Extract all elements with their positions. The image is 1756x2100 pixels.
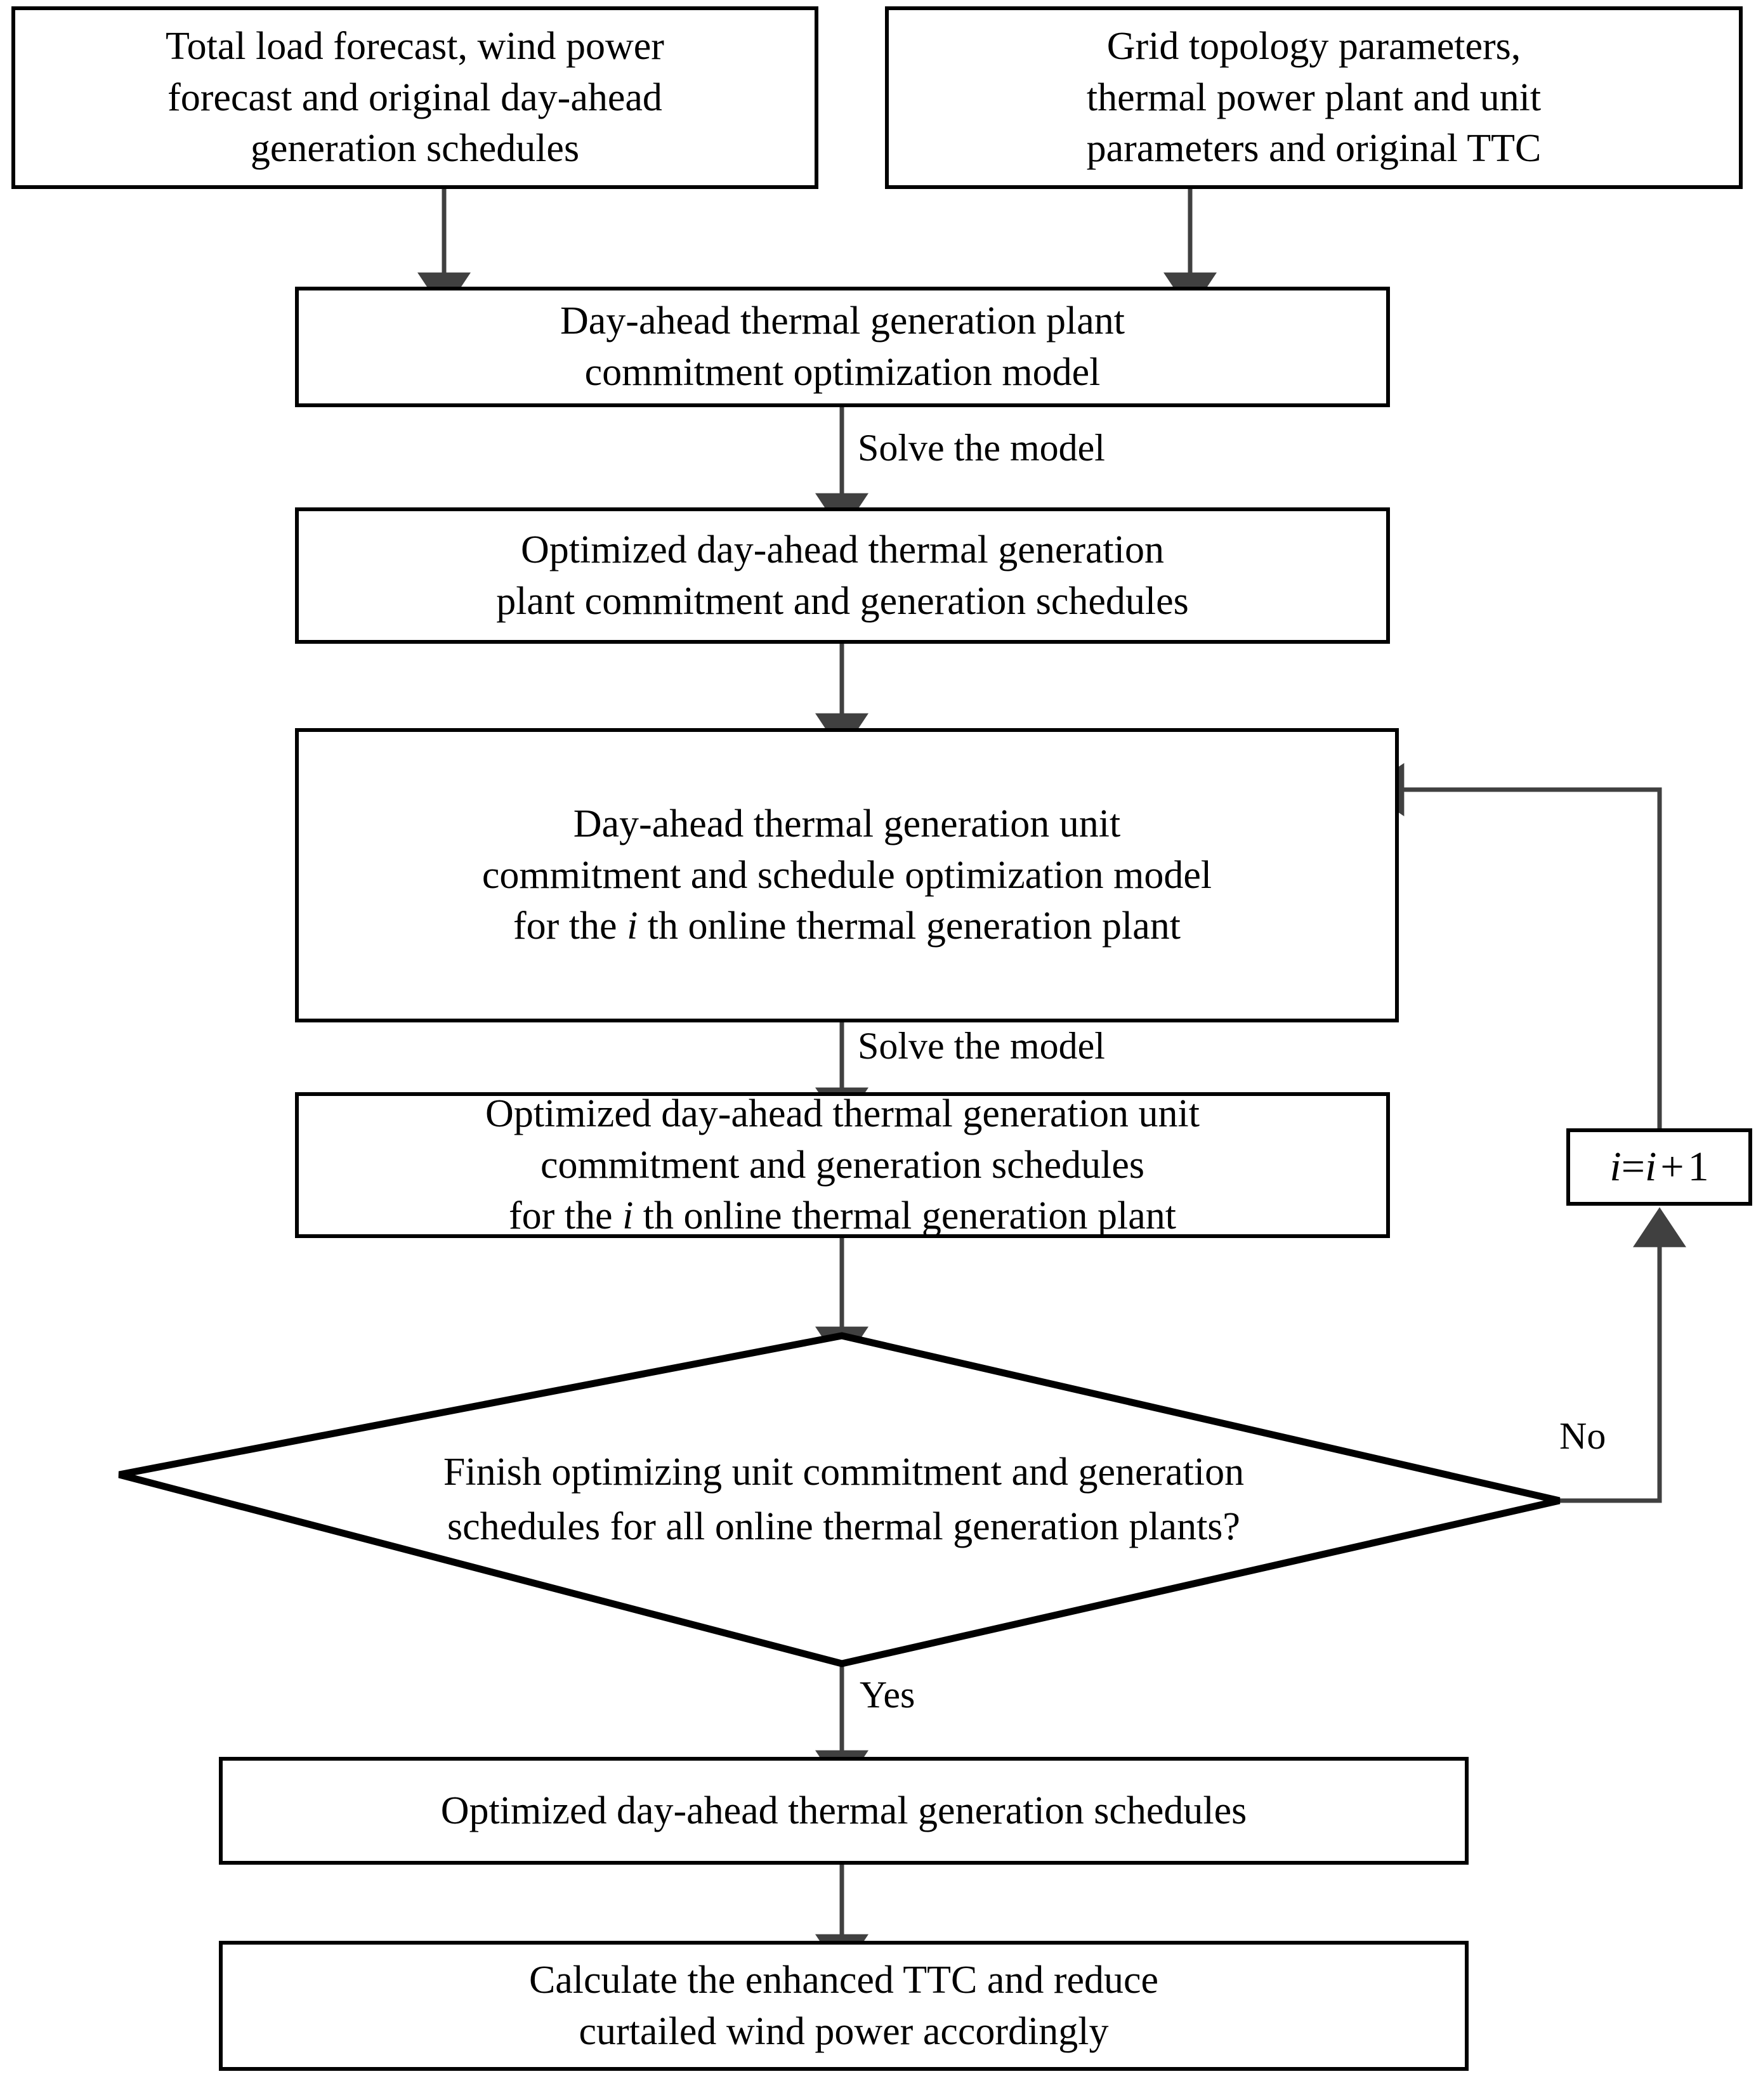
edge-decision-no-to-increment (1559, 1207, 1686, 1503)
node-input-left[interactable]: Total load forecast, wind power forecast… (11, 6, 818, 189)
unit-result-index-variable: i (622, 1194, 634, 1238)
node-decision[interactable]: Finish optimizing unit commitment and ge… (381, 1338, 1307, 1662)
unit-model-line-1: Day-ahead thermal generation unit (573, 802, 1121, 846)
increment-expression: i=i+1 (1609, 1144, 1708, 1190)
node-unit-model[interactable]: Day-ahead thermal generation unit commit… (295, 728, 1399, 1022)
unit-result-line3-prefix: for the (509, 1194, 623, 1238)
final-schedules-line-1: Optimized day-ahead thermal generation s… (440, 1789, 1247, 1832)
decision-line-4: plants? (1129, 1505, 1240, 1548)
ttc-line-1: Calculate the enhanced TTC and reduce (528, 1958, 1159, 2002)
ttc-line-2: curtailed wind power accordingly (579, 2009, 1109, 2053)
increment-one: 1 (1687, 1144, 1709, 1190)
input-left-line-2: forecast and original day-ahead (167, 75, 662, 119)
decision-line-1: Finish optimizing unit (443, 1451, 794, 1494)
unit-result-line-2: commitment and generation schedules (540, 1143, 1145, 1187)
input-right-line-3: parameters and original TTC (1086, 127, 1542, 171)
unit-model-line3-prefix: for the (513, 904, 627, 948)
increment-plus: + (1660, 1144, 1684, 1190)
decision-line-3: for all online thermal generation (610, 1505, 1119, 1548)
node-plant-result[interactable]: Optimized day-ahead thermal generation p… (295, 507, 1390, 644)
unit-model-line-2: commitment and schedule optimization mod… (482, 853, 1212, 897)
node-plant-model[interactable]: Day-ahead thermal generation plant commi… (295, 287, 1390, 407)
plant-result-line-1: Optimized day-ahead thermal generation (521, 528, 1164, 571)
edge-label-yes: Yes (860, 1674, 915, 1716)
unit-model-line-3: for the i th online thermal generation p… (308, 901, 1386, 952)
increment-equals: = (1621, 1144, 1645, 1190)
unit-result-line3-suffix: th online thermal generation plant (633, 1194, 1176, 1238)
plant-model-line-2: commitment optimization model (584, 351, 1101, 394)
increment-var-right: i (1645, 1144, 1657, 1190)
edge-label-solve-the-model-1: Solve the model (858, 427, 1105, 469)
edge-increment-to-unitmodel (1364, 763, 1662, 1128)
plant-result-line-2: plant commitment and generation schedule… (496, 579, 1189, 623)
node-unit-result[interactable]: Optimized day-ahead thermal generation u… (295, 1092, 1390, 1238)
node-input-right[interactable]: Grid topology parameters, thermal power … (885, 6, 1743, 189)
node-ttc-calculation[interactable]: Calculate the enhanced TTC and reduce cu… (219, 1941, 1469, 2071)
unit-result-line-3: for the i th online thermal generation p… (308, 1190, 1377, 1242)
node-increment-counter[interactable]: i=i+1 (1566, 1128, 1752, 1206)
input-right-line-1: Grid topology parameters, (1106, 25, 1521, 68)
node-final-schedules[interactable]: Optimized day-ahead thermal generation s… (219, 1757, 1469, 1865)
plant-model-line-1: Day-ahead thermal generation plant (560, 299, 1125, 343)
input-left-line-3: generation schedules (250, 127, 580, 171)
edge-label-solve-the-model-2: Solve the model (858, 1025, 1105, 1067)
unit-model-index-variable: i (627, 904, 638, 948)
input-right-line-2: thermal power plant and unit (1086, 75, 1542, 119)
increment-var-left: i (1609, 1144, 1622, 1190)
unit-model-line3-suffix: th online thermal generation plant (638, 904, 1181, 948)
edge-label-no: No (1559, 1415, 1606, 1457)
input-left-line-1: Total load forecast, wind power (166, 25, 664, 68)
unit-result-line-1: Optimized day-ahead thermal generation u… (485, 1092, 1200, 1136)
